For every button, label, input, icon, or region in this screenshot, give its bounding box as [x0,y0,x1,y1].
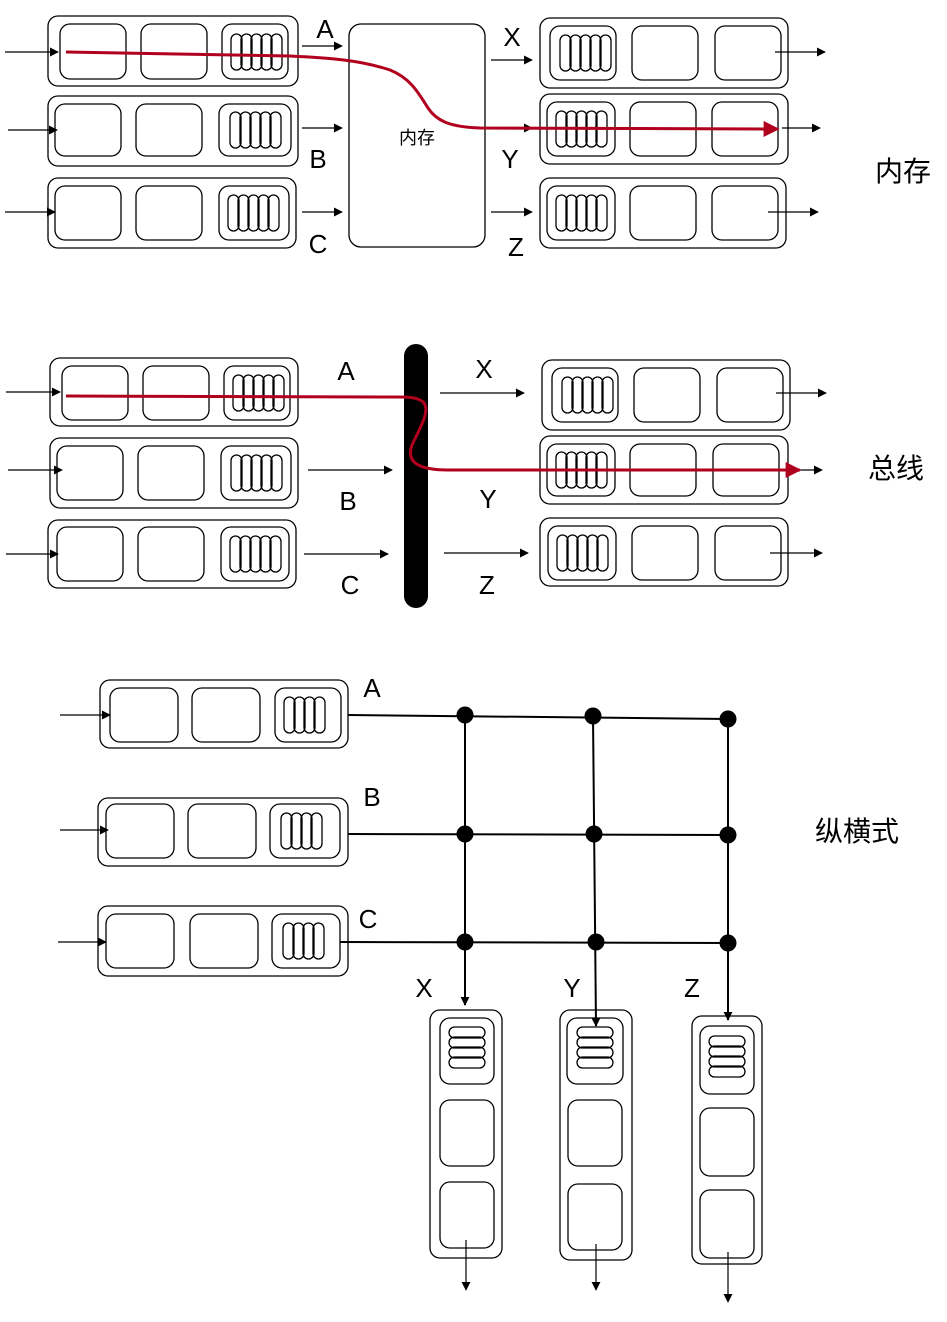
crossbar-section: A B C X Y Z 纵横式 [58,673,899,1303]
xbar-incoming-arrows [58,710,111,947]
bus-label-y: Y [479,484,496,514]
memory-box [348,23,486,248]
xbar-section-title: 纵横式 [815,815,899,848]
xbar-label-z: Z [684,973,700,1003]
queue-icon [221,23,289,80]
memory-box-label: 内存 [399,128,435,149]
queue-icon [551,367,619,423]
queue-icon [218,103,292,157]
xbar-exit-arrows [461,1240,733,1303]
mem-label-z: Z [508,232,524,262]
queue-icon [549,25,617,81]
memory-section: 内存 [5,14,931,262]
queue-icon [547,525,617,581]
bus-label-x: X [475,354,492,384]
queue-icon [274,687,342,743]
bus-label-a: A [337,356,355,386]
queue-icon [546,185,616,241]
mem-input-port-c [47,177,297,249]
xbar-input-port-a [99,679,349,749]
xbar-output-port-y [559,1009,633,1261]
mem-highlight-path [65,50,780,137]
xbar-label-c: C [359,904,378,934]
xbar-input-port-c [97,905,349,977]
bus-highlight-path [65,394,802,478]
bus-section: A B C X Y Z 总线 [6,344,924,608]
bus-incoming-arrows [6,387,529,559]
xbar-label-a: A [363,673,381,703]
mem-out-arrows [491,55,533,217]
bus-output-port-z [539,517,789,587]
mem-input-port-b [47,95,299,167]
queue-icon [269,803,341,859]
mem-label-y: Y [501,144,518,174]
bus-input-port-a [49,357,299,427]
xbar-label-x: X [415,973,432,1003]
bus-label-c: C [341,570,360,600]
mem-input-port-a [47,15,299,87]
mem-output-port-z [539,177,787,249]
xbar-output-port-z [691,1015,763,1265]
queue-icon [439,1017,495,1085]
mem-label-c: C [309,229,328,259]
xbar-label-y: Y [563,973,580,1003]
mem-exit-arrows [768,47,826,217]
mem-label-a: A [316,14,334,44]
xbar-label-b: B [363,782,380,812]
bus-section-title: 总线 [868,452,924,485]
queue-icon [271,913,341,969]
bus-output-port-x [541,359,791,431]
mem-incoming-arrows [5,41,343,217]
queue-icon [699,1025,755,1095]
bus-label-z: Z [479,570,495,600]
mem-label-x: X [503,22,520,52]
queue-icon [566,1017,624,1085]
crossbar-nodes [456,706,737,952]
mem-output-port-x [539,17,789,89]
queue-icon [220,526,290,582]
xbar-output-port-x [429,1009,503,1259]
mem-label-b: B [309,144,326,174]
queue-icon [223,365,291,421]
bus-input-port-b [49,437,299,509]
queue-icon [220,445,292,501]
mem-section-title: 内存 [875,155,931,188]
queue-icon [218,185,290,241]
xbar-input-port-b [97,797,349,867]
bus-label-b: B [339,486,356,516]
crossbar-grid [339,714,733,1027]
bus-input-port-c [47,519,297,589]
